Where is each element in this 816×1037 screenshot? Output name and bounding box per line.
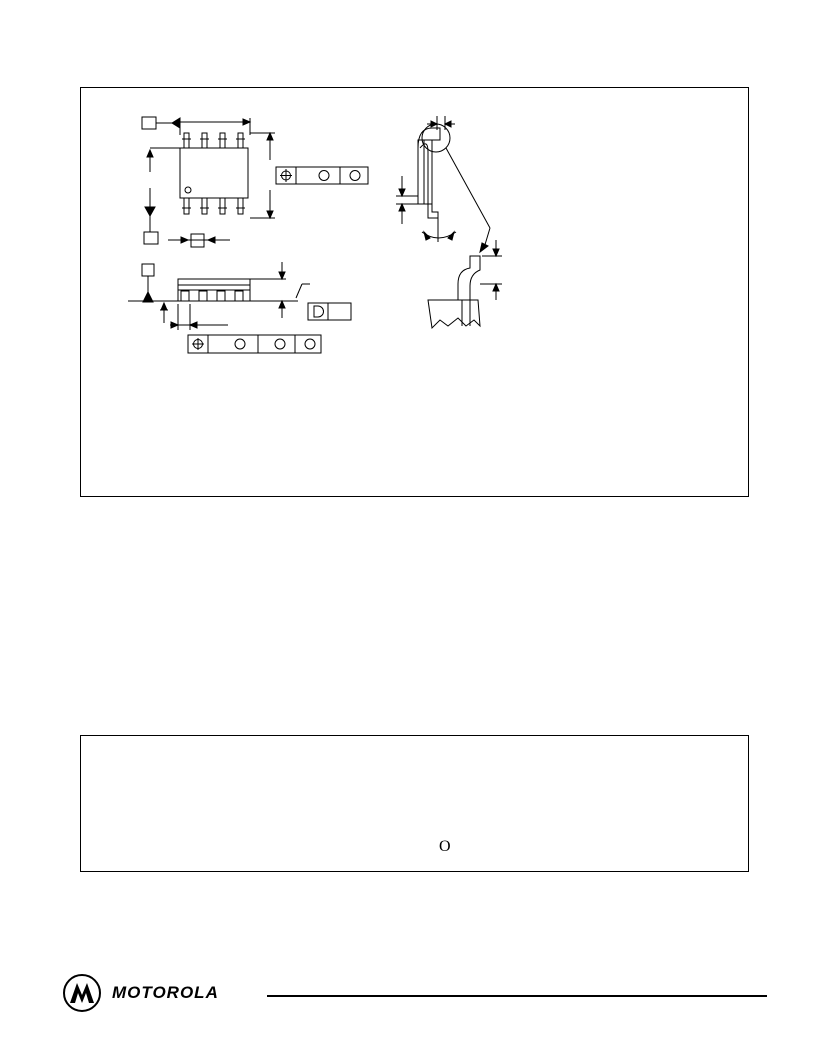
lead-detail-view (427, 240, 502, 330)
top-pins (182, 132, 245, 149)
feature-control-frame-2 (307, 302, 352, 321)
datum-arrow (171, 117, 181, 129)
motorola-batwing-icon (63, 974, 101, 1012)
side-leads (180, 290, 244, 302)
package-outline-drawing-frame (80, 87, 749, 497)
pin1-marker (184, 186, 192, 194)
datum-box-b (143, 231, 159, 245)
notice-glyph: O (439, 838, 451, 855)
bottom-pins (182, 197, 245, 215)
feature-control-frame-1 (275, 166, 369, 185)
package-outline-drawing (128, 116, 502, 354)
package-body-top-view (179, 147, 249, 199)
datum-box-d (141, 263, 155, 277)
datum-box-c (190, 233, 205, 248)
datum-box-a (141, 116, 157, 130)
feature-control-frame-3 (187, 334, 322, 354)
notice-frame: O (80, 735, 749, 872)
footer-brand: MOTOROLA (112, 983, 219, 1002)
footer-rule (267, 995, 767, 997)
end-view (396, 116, 491, 254)
